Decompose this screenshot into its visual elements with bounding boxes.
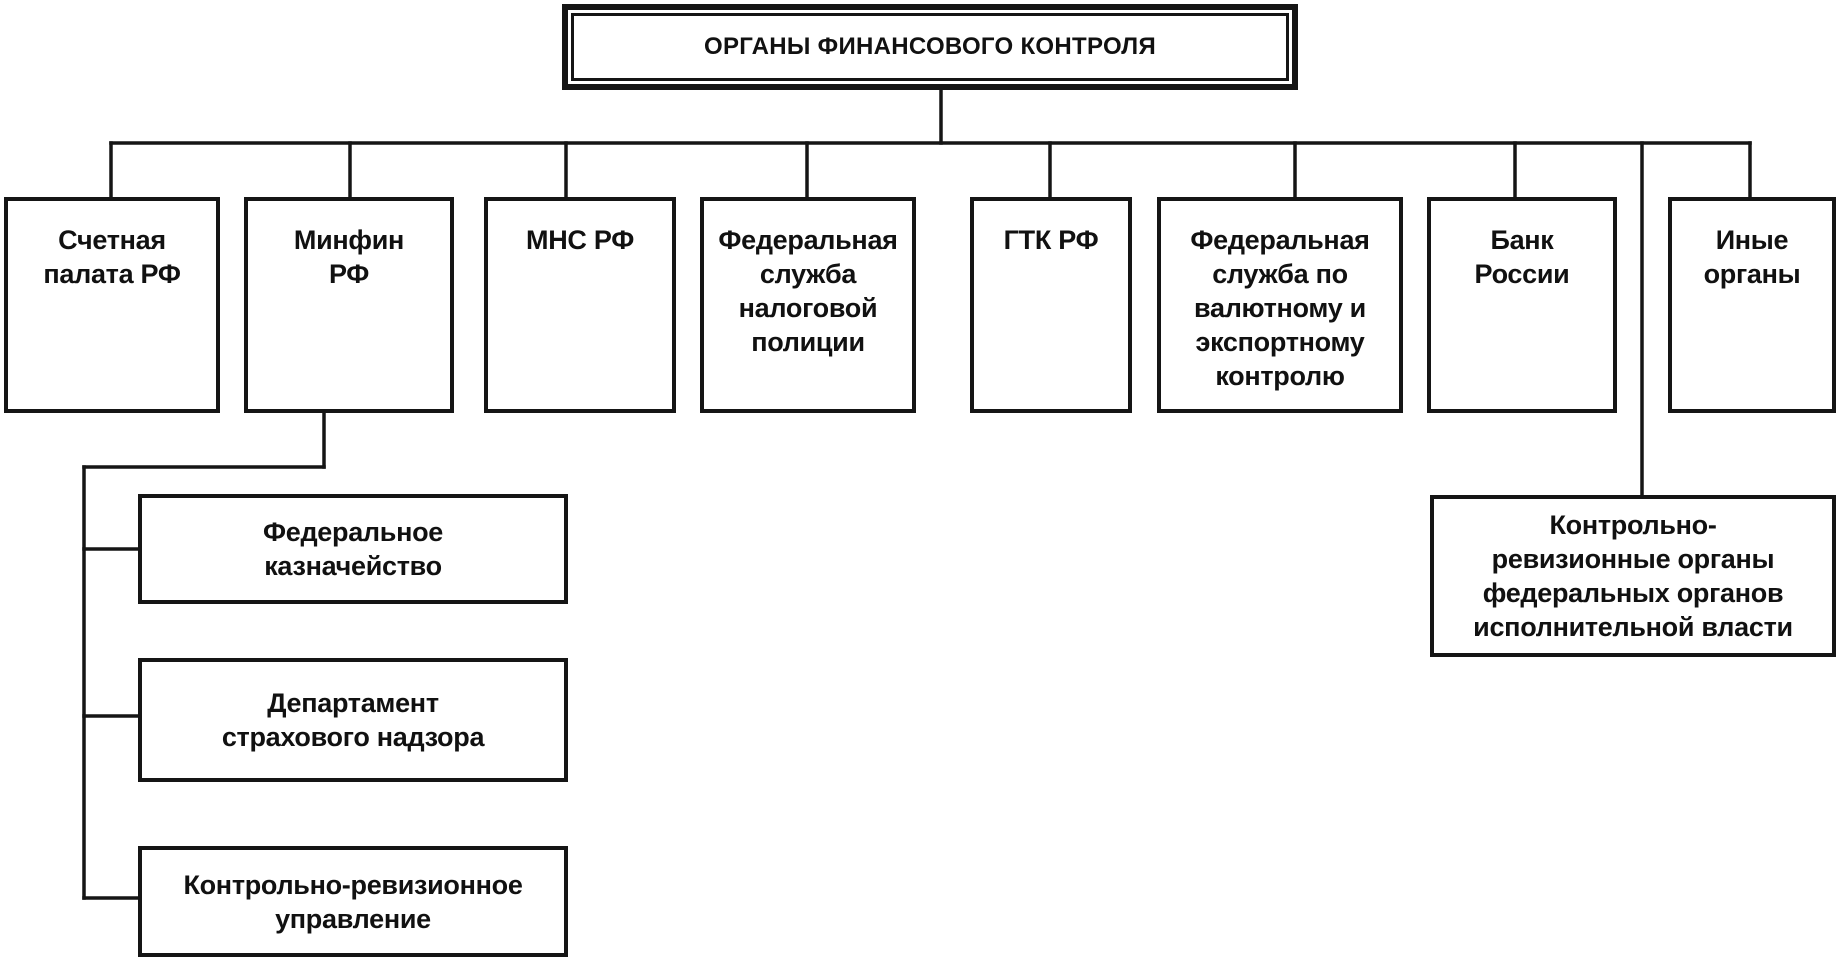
label-inye-organy: Иные органы [1703, 225, 1801, 289]
label-schetnaya-palata: Счетная палата РФ [43, 225, 181, 289]
label-kro-foiv: Контрольно- ревизионные органы федеральн… [1473, 510, 1793, 642]
root-label: ОРГАНЫ ФИНАНСОВОГО КОНТРОЛЯ [703, 33, 1157, 60]
label-strakhovoy-nadzor: Департамент страхового надзора [221, 688, 485, 752]
label-bank-rossii: Банк России [1474, 225, 1570, 289]
label-minfin: Минфин РФ [293, 225, 405, 289]
box-schetnaya-palata: Счетная палата РФ [4, 197, 220, 413]
label-gtk: ГТК РФ [1003, 225, 1099, 255]
label-fsvek: Федеральная служба по валютному и экспор… [1190, 225, 1370, 391]
box-fsnp: Федеральная служба налоговой полиции [700, 197, 916, 413]
label-kru: Контрольно-ревизионное управление [183, 869, 523, 934]
label-kaznacheystvo: Федеральное казначейство [263, 517, 443, 581]
box-kru: Контрольно-ревизионное управление [138, 846, 568, 957]
box-fsvek: Федеральная служба по валютному и экспор… [1157, 197, 1403, 413]
box-inye-organy: Иные органы [1668, 197, 1836, 413]
label-fsnp: Федеральная служба налоговой полиции [718, 225, 898, 357]
root-box-financial-control-bodies: ОРГАНЫ ФИНАНСОВОГО КОНТРОЛЯ [562, 4, 1298, 90]
label-mns: МНС РФ [526, 225, 634, 255]
box-minfin: Минфин РФ [244, 197, 454, 413]
box-kaznacheystvo: Федеральное казначейство [138, 494, 568, 604]
box-strakhovoy-nadzor: Департамент страхового надзора [138, 658, 568, 782]
box-bank-rossii: Банк России [1427, 197, 1617, 413]
box-kro-foiv: Контрольно- ревизионные органы федеральн… [1430, 495, 1836, 657]
box-gtk: ГТК РФ [970, 197, 1132, 413]
box-mns: МНС РФ [484, 197, 676, 413]
